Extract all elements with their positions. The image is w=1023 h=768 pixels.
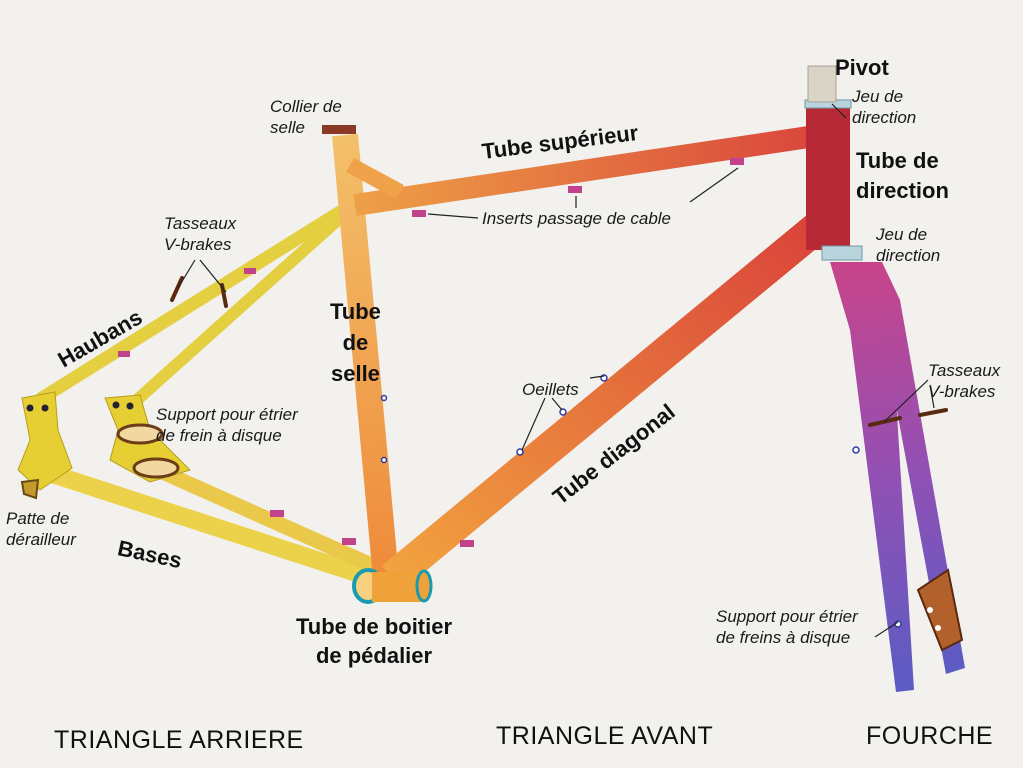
pivot-label: Pivot — [835, 55, 889, 80]
disc-mount-hole — [132, 457, 180, 479]
seat-tube-label: Tube de selle — [330, 299, 381, 386]
derailleur-hanger-label: Patte de dérailleur — [6, 509, 76, 549]
headset-top-label: Jeu de direction — [852, 87, 917, 127]
disc-mount-rear-label: Support pour étrier de frein à disque — [156, 405, 298, 445]
top-tube — [353, 124, 824, 216]
fork-heading: FOURCHE — [866, 722, 994, 750]
headset-bottom — [821, 245, 863, 261]
v-brake-bosses — [170, 276, 948, 427]
disc-mount-fork-label: Support pour étrier de freins à disque — [716, 607, 858, 647]
fork — [830, 262, 965, 692]
steerer-pivot — [807, 65, 837, 103]
headset-bottom-label: Jeu de direction — [876, 225, 941, 265]
seat-collar-label: Collier de selle — [270, 97, 342, 137]
rear-triangle-heading: TRIANGLE ARRIERE — [54, 726, 304, 754]
bottom-bracket-label: Tube de boitier de pédalier — [296, 614, 453, 668]
eyelets-label: Oeillets — [522, 380, 579, 399]
head-tube — [806, 104, 850, 250]
rear-dropouts — [17, 391, 191, 500]
seat-collar — [322, 125, 356, 134]
seat-tube — [332, 133, 399, 580]
head-tube-label: Tube de direction — [856, 148, 949, 203]
v-brake-fork-label: Tasseaux V-brakes — [928, 361, 1001, 401]
eyelets — [380, 374, 902, 628]
seat-stays — [35, 205, 347, 414]
leader-lines — [177, 103, 935, 638]
down-tube — [381, 202, 843, 591]
chain-stays — [31, 454, 387, 589]
cable-inserts — [118, 158, 744, 547]
front-triangle-heading: TRIANGLE AVANT — [496, 722, 714, 750]
v-brake-rear-label: Tasseaux V-brakes — [164, 214, 237, 254]
cable-inserts-label: Inserts passage de cable — [482, 209, 672, 228]
disc-mount-hole — [116, 423, 164, 445]
